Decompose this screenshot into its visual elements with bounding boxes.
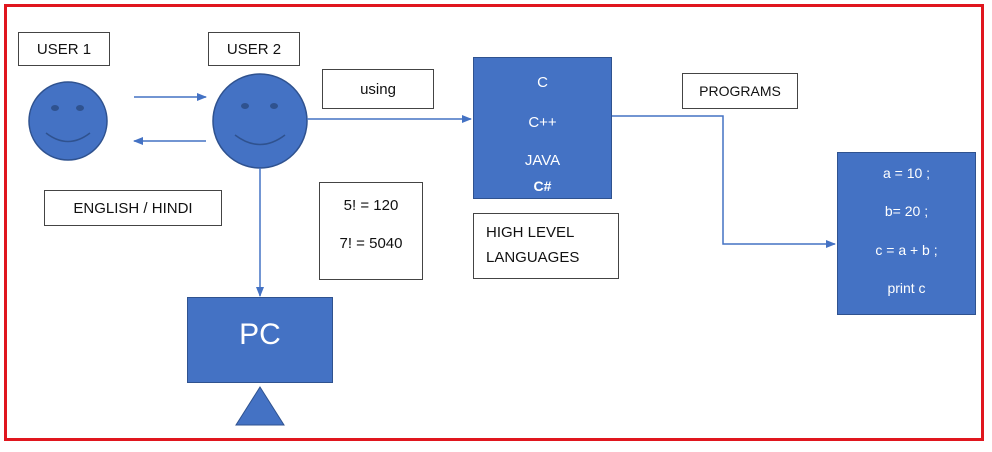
using-label: using (322, 69, 434, 109)
language-item: C# (533, 178, 552, 194)
pc-stand-triangle (235, 386, 285, 426)
arrow-languages-to-programs (612, 115, 836, 248)
user2-label: USER 2 (208, 32, 300, 66)
diagram-frame (4, 4, 984, 441)
user1-text: USER 1 (36, 40, 92, 58)
user1-label: USER 1 (18, 32, 110, 66)
high-level-caption-line1: HIGH LEVEL (486, 224, 575, 241)
language-item: C++ (528, 114, 557, 131)
language-item: C (537, 74, 548, 91)
code-line: a = 10 ; (882, 165, 931, 181)
languages-spoken-text: ENGLISH / HINDI (73, 199, 193, 217)
code-line: print c (887, 280, 926, 296)
high-level-caption-line2: LANGUAGES (486, 249, 580, 266)
user2-text: USER 2 (226, 40, 282, 58)
programs-label: PROGRAMS (682, 73, 798, 109)
factorial-line: 5! = 120 (343, 197, 399, 214)
pc-box: PC (187, 297, 333, 383)
language-item: JAVA (524, 152, 561, 169)
languages-spoken-label: ENGLISH / HINDI (44, 190, 222, 226)
user1-smiley-face-icon (28, 81, 108, 161)
user2-smiley-face-icon (212, 73, 308, 169)
high-level-caption: HIGH LEVEL LANGUAGES (473, 213, 619, 279)
factorial-box: 5! = 120 7! = 5040 (319, 182, 423, 280)
code-line: b= 20 ; (884, 203, 929, 219)
using-text: using (360, 80, 396, 98)
pc-text: PC (239, 318, 281, 351)
code-line: c = a + b ; (875, 242, 938, 258)
high-level-languages-box: C C++ JAVA C# (473, 57, 612, 199)
program-code-box: a = 10 ; b= 20 ; c = a + b ; print c (837, 152, 976, 315)
programs-text: PROGRAMS (699, 83, 781, 99)
factorial-line: 7! = 5040 (339, 235, 403, 252)
